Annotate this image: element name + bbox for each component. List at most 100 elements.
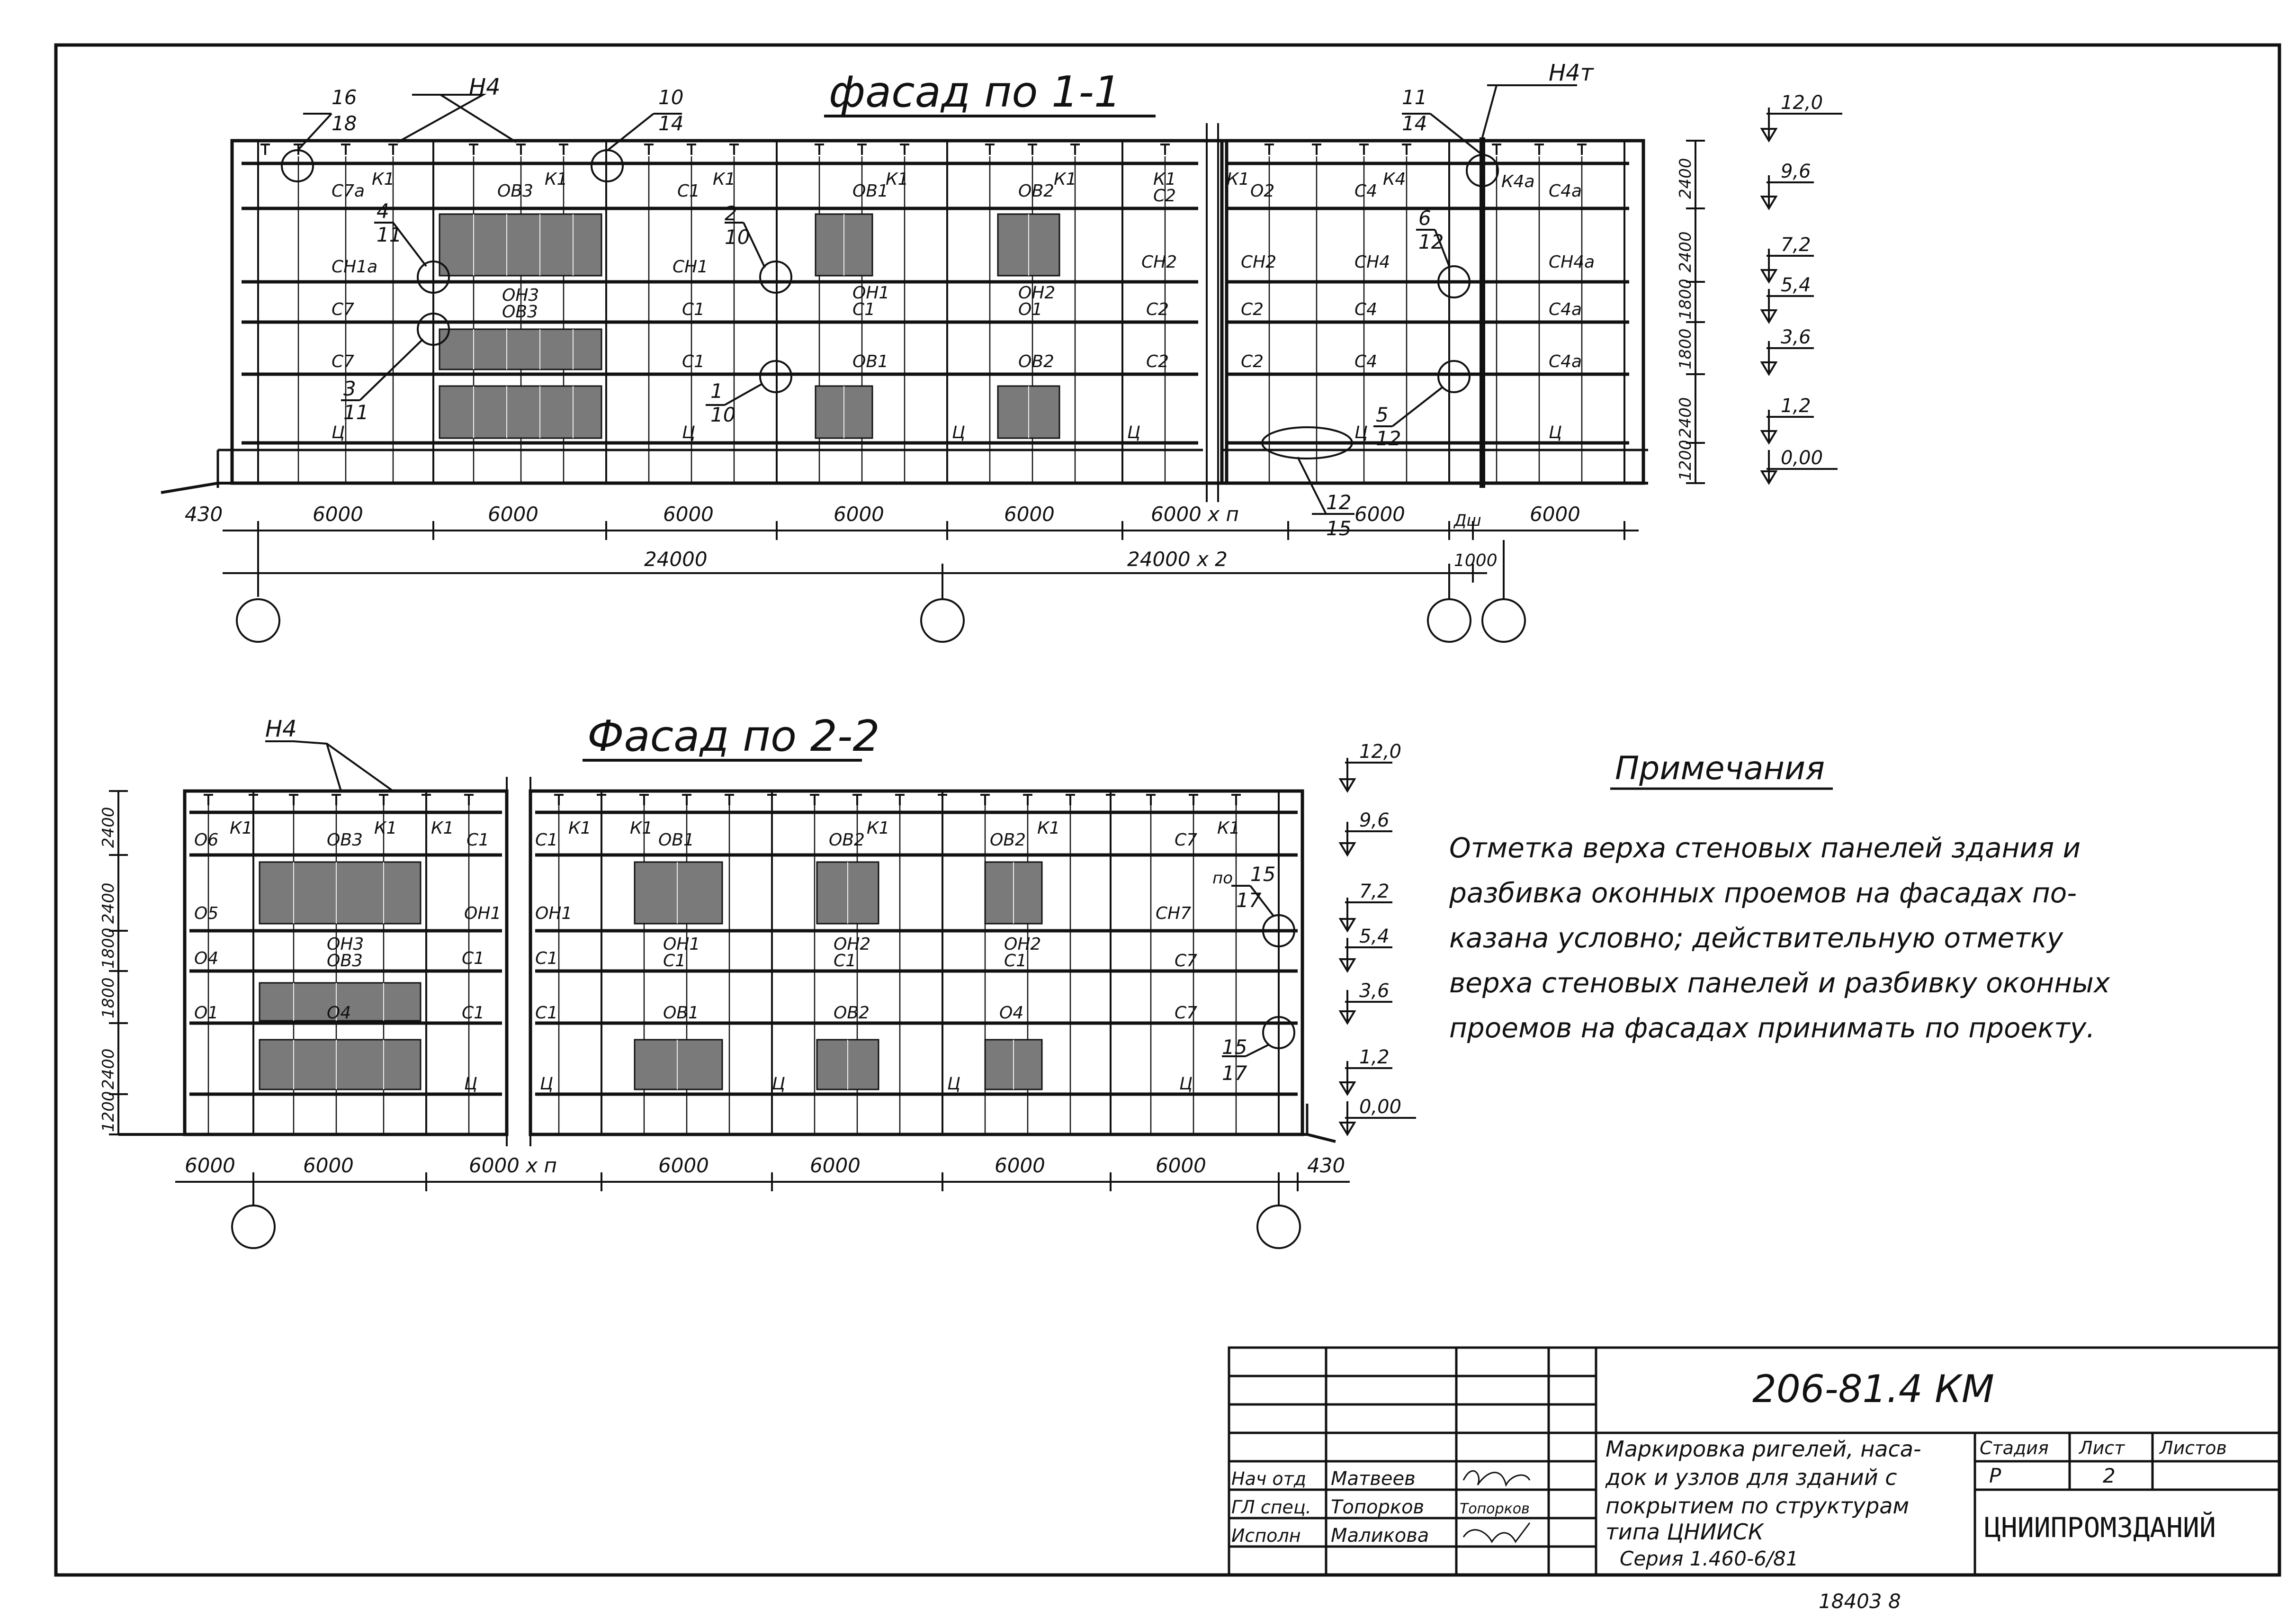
- mark: К1: [1037, 818, 1060, 838]
- callout-11c: 11: [343, 401, 368, 424]
- mark: О4: [327, 1003, 351, 1023]
- notes: Примечания Отметка верха стеновых панеле…: [1449, 750, 2110, 1044]
- elevation: 1,2: [1781, 395, 1811, 417]
- callout-14: 14: [658, 112, 683, 135]
- callout-12b: 12: [1376, 427, 1401, 450]
- callout-17b: 17: [1222, 1061, 1247, 1085]
- mark: Ц: [772, 1074, 785, 1094]
- callout-15: 15: [1250, 863, 1275, 886]
- mark: С4: [1354, 352, 1377, 371]
- name: Матвеев: [1331, 1468, 1416, 1490]
- elevation: 7,2: [1781, 234, 1811, 256]
- drawing-code: 206-81.4 КМ: [1752, 1367, 1994, 1411]
- vdim: 2400: [99, 807, 118, 848]
- facade1-building: [161, 123, 1648, 502]
- callout-12: 12: [1418, 230, 1444, 253]
- signatures: [1462, 1470, 1531, 1543]
- mark: С1: [663, 951, 686, 971]
- vdim: 2400: [1676, 158, 1695, 199]
- mark: СН4а: [1549, 252, 1595, 272]
- mark: К4а: [1501, 172, 1535, 191]
- role: Нач отд: [1231, 1468, 1306, 1489]
- footer-number: 18403 8: [1819, 1590, 1901, 1613]
- mark: О6: [194, 830, 218, 850]
- callout-17: 17: [1236, 889, 1262, 912]
- mark: ОН2: [1018, 283, 1055, 303]
- mark: ОВ2: [1018, 352, 1054, 371]
- mark: ОВ3: [327, 951, 363, 971]
- callout-2: 2: [725, 202, 737, 225]
- mark: Ц: [947, 1074, 960, 1094]
- mark: ОВ3: [502, 302, 538, 322]
- mark: С7: [332, 300, 354, 319]
- mark: СН1: [673, 257, 708, 277]
- elevation: 3,6: [1781, 326, 1811, 348]
- callout-16: 16: [332, 86, 357, 109]
- mark: К1: [1227, 170, 1249, 189]
- callout-18: 18: [332, 112, 357, 135]
- hdim: 430: [185, 503, 223, 526]
- hdim: 6000: [1156, 1154, 1206, 1177]
- hdim: 6000: [810, 1154, 861, 1177]
- mark: С7а: [332, 181, 365, 201]
- hdim: 6000 х п: [1151, 503, 1239, 526]
- name: Маликова: [1331, 1525, 1429, 1547]
- sheets-header: Листов: [2159, 1438, 2227, 1458]
- mark: ОВ3: [497, 181, 533, 201]
- mark: С1: [466, 830, 489, 850]
- facade-2-2: Фасад по 2-2: [99, 711, 1416, 1249]
- vdim: 2400: [1676, 231, 1695, 272]
- mark: К1: [431, 818, 454, 838]
- mark: К1: [568, 818, 591, 838]
- callout-5: 5: [1376, 403, 1389, 426]
- mark: С1: [677, 181, 700, 201]
- note-line: верха стеновых панелей и разбивку оконны…: [1449, 967, 2110, 999]
- mark: Ц: [1127, 423, 1140, 442]
- vdim: 1800: [1676, 328, 1695, 369]
- mark: С1: [852, 300, 875, 319]
- label-n4: Н4: [265, 716, 297, 742]
- stage-header: Стадия: [1980, 1438, 2049, 1458]
- mark: С1: [682, 300, 705, 319]
- hdim: 1000: [1454, 551, 1498, 570]
- elevation: 12,0: [1781, 92, 1823, 114]
- hdim: 24000: [644, 548, 708, 571]
- mark: С4а: [1549, 300, 1582, 319]
- mark: К1: [886, 170, 908, 189]
- mark: С7: [1175, 1003, 1197, 1023]
- facade1-callouts: [281, 84, 1577, 515]
- vdim: 2400: [1676, 397, 1695, 438]
- mark: С2: [1146, 352, 1169, 371]
- mark: ОВ1: [852, 352, 888, 371]
- facade-1-1: фасад по 1-1: [161, 60, 1842, 643]
- mark: Ц: [1179, 1074, 1193, 1094]
- mark: ОВ1: [663, 1003, 699, 1023]
- role: Исполн: [1231, 1525, 1301, 1546]
- mark: ОН1: [852, 283, 889, 303]
- vdim: 1200: [1676, 440, 1695, 481]
- facade1-title: фасад по 1-1: [829, 67, 1121, 117]
- elevation: 0,00: [1781, 447, 1823, 469]
- mark: О1: [1018, 300, 1042, 319]
- hdim: 6000: [185, 1154, 235, 1177]
- mark: С4а: [1549, 181, 1582, 201]
- label-n4t: Н4т: [1549, 60, 1595, 86]
- description-line: Маркировка ригелей, наса-: [1605, 1436, 1921, 1462]
- mark: Ц: [332, 423, 345, 442]
- mark: С7: [1175, 830, 1197, 850]
- mark: С2: [1241, 300, 1264, 319]
- note-line: разбивка оконных проемов на фасадах по-: [1449, 877, 2077, 909]
- mark: СН4: [1354, 252, 1390, 272]
- mark: К1: [230, 818, 252, 838]
- callout-1: 1: [710, 379, 723, 403]
- mark: К1: [372, 170, 395, 189]
- mark: С4: [1354, 181, 1377, 201]
- mark: Ц: [464, 1074, 477, 1094]
- stage-value: Р: [1989, 1464, 2001, 1487]
- mark: С1: [535, 949, 558, 968]
- hdim: 430: [1307, 1154, 1345, 1177]
- hdim: 6000: [1354, 503, 1405, 526]
- callout-6: 6: [1418, 207, 1431, 230]
- mark: ОН1: [535, 904, 572, 923]
- hdim: 6000: [303, 1154, 354, 1177]
